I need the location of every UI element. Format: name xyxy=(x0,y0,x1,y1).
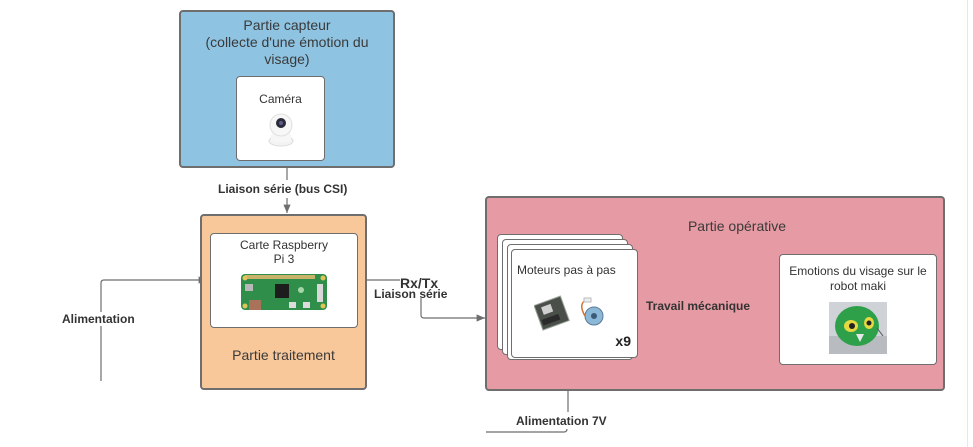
operative-block: Partie opérative Moteurs pas à pas x9 Tr… xyxy=(485,196,945,391)
power-7v-label: Alimentation 7V xyxy=(516,414,607,428)
raspberry-label-line2: Pi 3 xyxy=(273,252,295,266)
camera-label: Caméra xyxy=(259,92,302,106)
sensor-title-line1: Partie capteur xyxy=(243,17,331,33)
operative-block-title: Partie opérative xyxy=(687,218,787,234)
processing-block-title: Partie traitement xyxy=(232,347,335,363)
robot-label-line1: Emotions du visage sur le xyxy=(789,264,927,278)
power-7v-connector xyxy=(486,428,568,433)
robot-face-icon xyxy=(829,302,887,354)
sensor-title-line3: visage) xyxy=(264,51,310,67)
power-left-label: Alimentation xyxy=(62,312,135,326)
sensor-block: Partie capteur (collecte d'une émotion d… xyxy=(179,10,395,168)
power-left-connector xyxy=(100,276,207,381)
page-edge-divider xyxy=(967,0,968,447)
raspberry-label-line1: Carte Raspberry xyxy=(239,238,329,252)
motor-label: Moteurs pas à pas xyxy=(517,263,616,277)
sensor-block-title: Partie capteur (collecte d'une émotion d… xyxy=(181,17,393,68)
robot-label-line2: robot maki xyxy=(829,279,887,293)
camera-card: Caméra xyxy=(236,76,325,161)
robot-output-card: Emotions du visage sur le robot maki xyxy=(779,254,937,365)
serial-link-label: Liaison série xyxy=(374,287,448,301)
raspberry-pi-board-icon xyxy=(241,274,327,310)
csi-link-label: Liaison série (bus CSI) xyxy=(218,182,348,196)
sensor-title-line2: (collecte d'une émotion du xyxy=(205,34,369,50)
raspberry-card: Carte Raspberry Pi 3 xyxy=(210,233,358,328)
mechanical-work-label: Travail mécanique xyxy=(646,299,751,313)
rxtx-label: Rx/Tx xyxy=(400,275,439,291)
processing-block: Carte Raspberry Pi 3 Partie traitement xyxy=(200,214,367,390)
serial-arrow xyxy=(420,298,485,322)
motor-count: x9 xyxy=(615,333,631,349)
stepper-motor-icon xyxy=(534,295,604,331)
camera-icon xyxy=(268,113,293,147)
motor-card: Moteurs pas à pas x9 xyxy=(511,249,638,358)
